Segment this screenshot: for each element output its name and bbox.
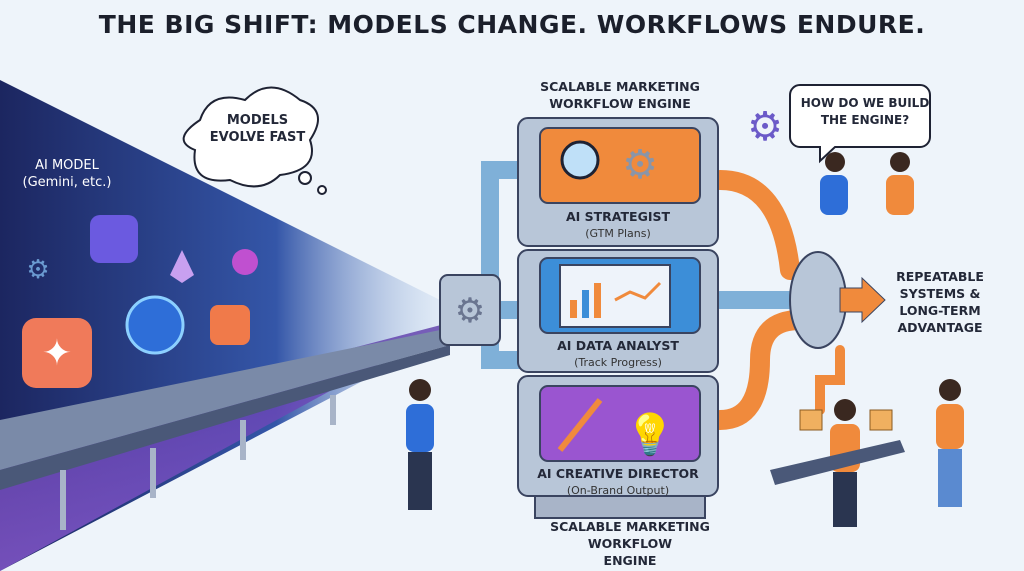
- outcome-line: SYSTEMS &: [899, 286, 981, 301]
- outcome-line: LONG-TERM: [899, 303, 981, 318]
- speech-bubble-text: HOW DO WE BUILD THE ENGINE?: [800, 95, 930, 129]
- ethereum-icon: [170, 250, 194, 283]
- lightbulb-icon: 💡: [625, 411, 675, 458]
- engine-top-label: SCALABLE MARKETING WORKFLOW ENGINE: [530, 78, 710, 112]
- module-data-analyst: AI DATA ANALYST (Track Progress): [518, 337, 718, 371]
- module-subtitle: (On-Brand Output): [566, 484, 670, 497]
- page-title: THE BIG SHIFT: MODELS CHANGE. WORKFLOWS …: [98, 10, 926, 39]
- module-title: AI CREATIVE DIRECTOR: [537, 466, 699, 481]
- people: [406, 152, 964, 527]
- gear-icon: ⚙: [26, 255, 49, 285]
- svg-text:⚙: ⚙: [747, 104, 783, 150]
- thought-line: MODELS: [226, 113, 289, 128]
- output-arrow: [839, 276, 886, 324]
- paintbrush-icon: [557, 398, 603, 452]
- openai-icon: [125, 295, 185, 355]
- svg-text:⚙: ⚙: [622, 142, 658, 188]
- conveyor-belt: [0, 330, 450, 530]
- pipes: [451, 161, 845, 430]
- thought-bubble: [182, 86, 319, 188]
- ai-model-title: AI MODEL: [35, 158, 99, 173]
- speech-bubble: [789, 84, 931, 164]
- module-title: AI STRATEGIST: [565, 209, 671, 224]
- module-title: AI DATA ANALYST: [557, 338, 679, 353]
- bar-chart-icon: [570, 283, 601, 318]
- sparkle-app-icon: [22, 318, 92, 388]
- ai-model-label: AI MODEL (Gemini, etc.): [12, 157, 122, 191]
- module-strategist: AI STRATEGIST (GTM Plans): [518, 208, 718, 242]
- engine-label-line: SCALABLE MARKETING: [540, 79, 700, 94]
- ai-model-subtitle: (Gemini, etc.): [22, 175, 112, 190]
- speech-line: THE ENGINE?: [820, 113, 910, 127]
- workflow-engine-machine: [517, 117, 719, 519]
- outcome-line: ADVANTAGE: [897, 320, 983, 335]
- engine-label-line: ENGINE: [603, 553, 657, 568]
- outcome-line: REPEATABLE: [896, 269, 984, 284]
- speech-line: HOW DO WE BUILD: [800, 96, 930, 110]
- svg-text:⚙: ⚙: [455, 291, 485, 331]
- thought-line: EVOLVE FAST: [209, 130, 306, 145]
- engine-label-line: SCALABLE MARKETING WORKFLOW: [550, 519, 710, 551]
- thought-bubble-text: MODELS EVOLVE FAST: [205, 112, 310, 146]
- module-subtitle: (Track Progress): [574, 356, 662, 369]
- openai-app-icon: [90, 215, 138, 263]
- outcome-label: REPEATABLE SYSTEMS & LONG-TERM ADVANTAGE: [880, 268, 1000, 336]
- module-creative-director: AI CREATIVE DIRECTOR (On-Brand Output): [518, 465, 718, 499]
- module-subtitle: (GTM Plans): [585, 227, 651, 240]
- svg-text:✦: ✦: [42, 333, 72, 374]
- engine-label-line: WORKFLOW ENGINE: [549, 96, 691, 111]
- engine-bottom-label: SCALABLE MARKETING WORKFLOW ENGINE: [510, 518, 750, 569]
